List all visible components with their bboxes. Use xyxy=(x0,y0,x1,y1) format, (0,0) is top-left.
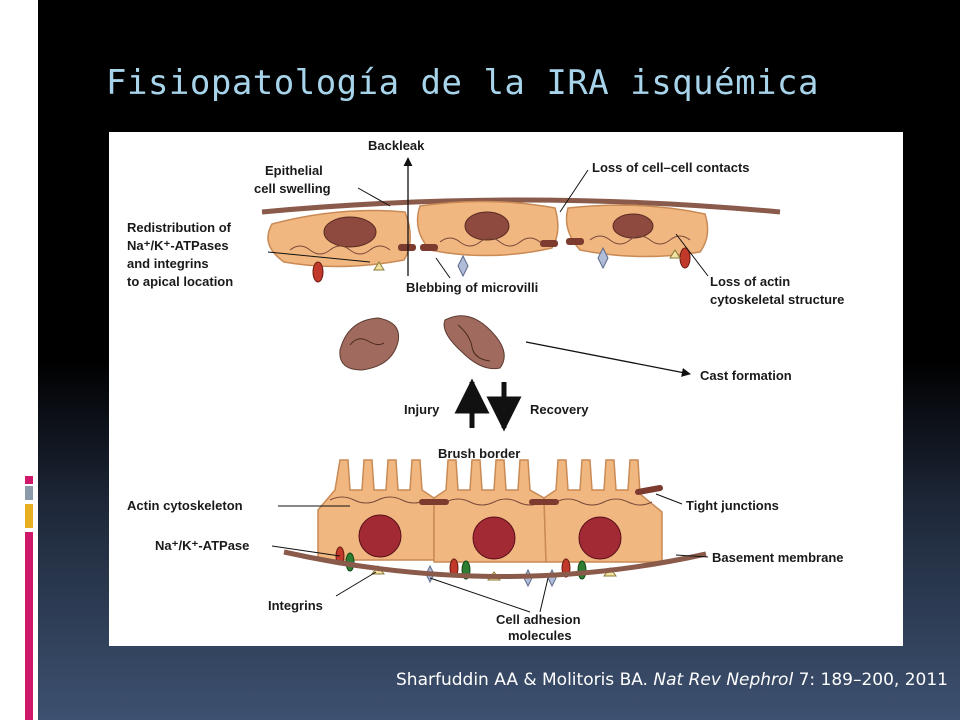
leader-basement-membrane xyxy=(675,554,709,558)
healthy-nucleus-3 xyxy=(578,516,622,560)
actin-net-1 xyxy=(329,496,427,504)
adhesion-2 xyxy=(597,246,609,270)
integrin-1 xyxy=(373,261,385,271)
healthy-cells xyxy=(317,459,663,588)
label-tight-junctions: Tight junctions xyxy=(686,498,779,513)
accent-bar-magenta xyxy=(25,532,33,720)
leader-loss-contacts xyxy=(559,169,589,213)
brush-border-cell-2 xyxy=(433,459,547,563)
healthy-nucleus-1 xyxy=(358,514,402,558)
label-cell-adhesion-2: molecules xyxy=(508,628,572,643)
accent-bar-yellow xyxy=(25,504,33,528)
shed-cell-2 xyxy=(443,315,505,370)
leader-tight-junctions xyxy=(655,493,683,505)
label-integrins: Integrins xyxy=(268,598,323,613)
citation-journal: Nat Rev Nephrol xyxy=(653,670,794,690)
actin-net-3 xyxy=(555,498,653,506)
label-cast-formation: Cast formation xyxy=(700,368,792,383)
nucleus-3 xyxy=(612,213,654,239)
junction-4 xyxy=(566,238,584,245)
label-redistribution-1: Redistribution of xyxy=(127,220,232,235)
basement-membrane-line xyxy=(283,549,707,579)
accent-bar-magenta-top xyxy=(25,476,33,484)
adhesion-1 xyxy=(457,254,469,278)
cast-arrow xyxy=(525,341,691,377)
leader-redistribution xyxy=(267,251,371,263)
label-actin-cytoskeleton: Actin cytoskeleton xyxy=(127,498,243,513)
tight-junction-3 xyxy=(635,485,663,495)
label-brush-border: Brush border xyxy=(438,446,520,461)
actin-net-2 xyxy=(445,498,543,506)
accent-bar-gray xyxy=(25,486,33,500)
brush-border-cell-3 xyxy=(543,459,663,563)
injured-cells xyxy=(267,200,709,283)
shed-squiggle-1 xyxy=(349,338,385,346)
brush-border-cell-1 xyxy=(317,459,435,561)
label-epithelial: Epithelial xyxy=(265,163,323,178)
label-loss-actin-1: Loss of actin xyxy=(710,274,790,289)
label-loss-contacts: Loss of cell–cell contacts xyxy=(592,160,750,175)
healthy-nucleus-2 xyxy=(472,516,516,560)
slide-title: Fisiopatología de la IRA isquémica xyxy=(106,63,819,103)
junction-2 xyxy=(420,244,438,251)
integrin-2 xyxy=(669,249,681,259)
label-recovery: Recovery xyxy=(530,402,589,417)
label-epithelial-2: cell swelling xyxy=(254,181,331,196)
leader-blebbing xyxy=(435,257,451,279)
leader-cell-adhesion-b xyxy=(539,577,549,613)
top-membrane xyxy=(261,197,781,215)
label-redistribution-2: Na⁺/K⁺-ATPases xyxy=(127,238,229,253)
nucleus-1 xyxy=(323,216,377,248)
junction-3 xyxy=(540,240,558,247)
leader-na-k-atpase xyxy=(271,545,341,557)
basal-adhesion-3 xyxy=(547,568,557,588)
leader-loss-actin xyxy=(675,233,709,277)
diagram-svg: Backleak Epithelial cell swelling Loss o… xyxy=(127,138,844,643)
leader-epithelial xyxy=(357,187,391,207)
label-na-k-atpase: Na⁺/K⁺-ATPase xyxy=(155,538,249,553)
label-loss-actin-2: cytoskeletal structure xyxy=(710,292,844,307)
shed-cell-1 xyxy=(339,317,400,371)
basal-green-3 xyxy=(577,560,587,580)
actin-squiggle-2 xyxy=(439,237,541,247)
pathophysiology-figure: Backleak Epithelial cell swelling Loss o… xyxy=(109,132,903,646)
actin-squiggle-3 xyxy=(589,235,691,245)
label-backleak: Backleak xyxy=(368,138,425,153)
label-blebbing: Blebbing of microvilli xyxy=(406,280,538,295)
actin-squiggle-1 xyxy=(289,245,391,255)
junction-1 xyxy=(398,244,416,251)
label-redistribution-3: and integrins xyxy=(127,256,209,271)
label-redistribution-4: to apical location xyxy=(127,274,233,289)
nucleus-2 xyxy=(464,211,510,241)
atpase-1 xyxy=(312,261,324,283)
leader-cell-adhesion-a xyxy=(429,577,531,613)
citation-details: 7: 189–200, 2011 xyxy=(793,670,948,690)
citation-authors: Sharfuddin AA & Molitoris BA. xyxy=(396,670,654,690)
label-basement-membrane: Basement membrane xyxy=(712,550,844,565)
citation: Sharfuddin AA & Molitoris BA. Nat Rev Ne… xyxy=(396,670,948,690)
shed-squiggle-2 xyxy=(457,324,491,362)
label-injury: Injury xyxy=(404,402,440,417)
label-cell-adhesion-1: Cell adhesion xyxy=(496,612,581,627)
leader-integrins xyxy=(335,571,377,597)
